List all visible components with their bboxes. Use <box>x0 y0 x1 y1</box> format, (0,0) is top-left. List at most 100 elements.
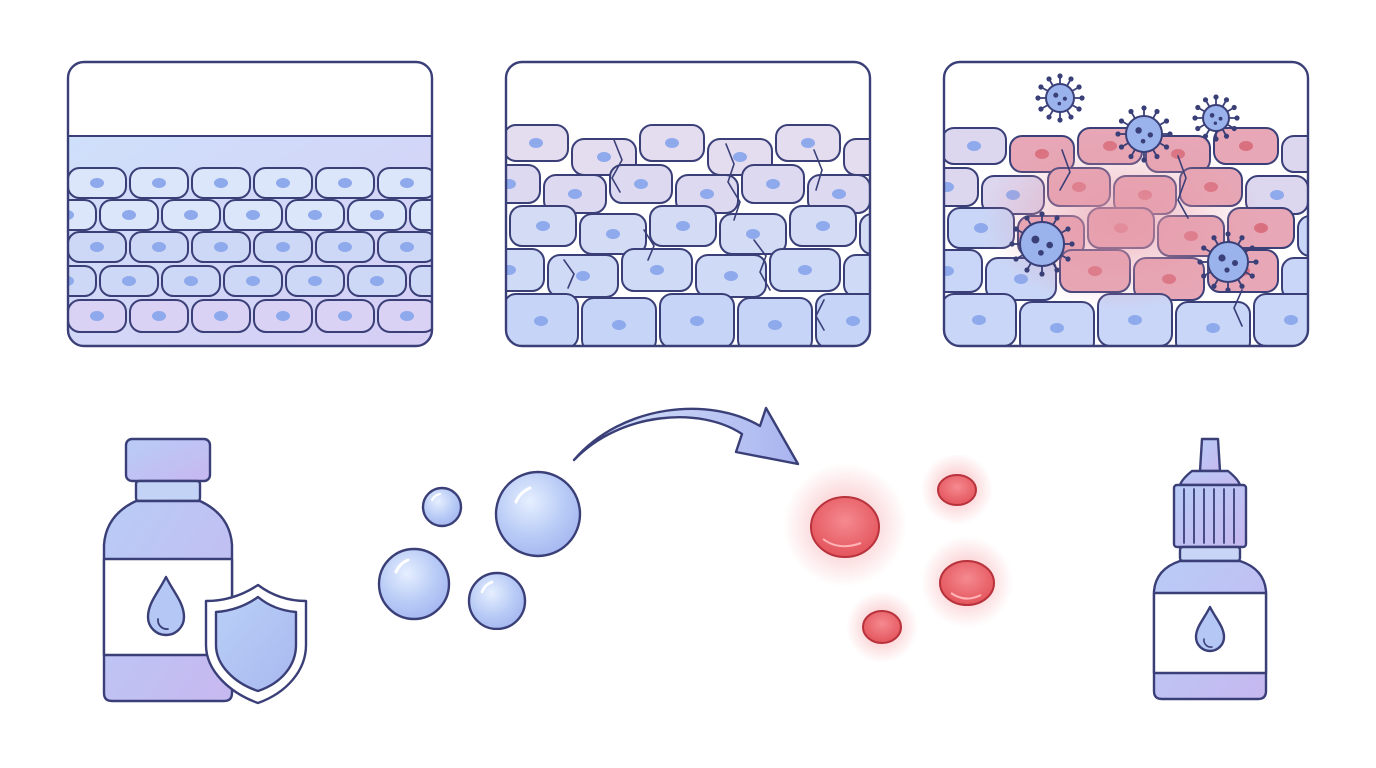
skin-cell <box>161 265 221 297</box>
skin-cell <box>944 167 979 207</box>
curved-arrow-icon <box>572 406 800 466</box>
skin-cell <box>659 293 735 346</box>
skin-cell <box>191 231 251 263</box>
skin-cell <box>161 199 221 231</box>
skin-cell <box>741 164 805 204</box>
infected-skin-cells-icon <box>942 60 1310 348</box>
skin-cell <box>68 231 127 263</box>
skin-cell <box>347 265 407 297</box>
skin-cell <box>1213 127 1279 165</box>
damaged-skin-panel <box>504 60 872 350</box>
skin-cell <box>1281 135 1308 173</box>
bubble <box>377 547 451 621</box>
skin-cell <box>639 124 705 162</box>
skin-cell <box>409 199 432 231</box>
skin-cell <box>315 231 375 263</box>
skin-cell <box>609 164 673 204</box>
skin-cell <box>944 293 1017 346</box>
moisturizer-bottle-icon <box>102 437 308 705</box>
moisture-bubbles-icon <box>377 470 582 630</box>
virus-icon <box>1009 211 1075 277</box>
skin-cell <box>1253 293 1308 346</box>
skin-cell <box>377 167 432 199</box>
skin-cell <box>859 213 870 255</box>
skin-cell <box>68 299 127 333</box>
skin-cell <box>409 265 432 297</box>
skin-cell <box>815 293 870 346</box>
skin-cell <box>621 248 693 292</box>
skin-cell <box>223 199 283 231</box>
skin-cell <box>1281 257 1308 301</box>
skin-cell <box>68 265 97 297</box>
skin-cell <box>547 254 619 298</box>
skin-cell <box>129 167 189 199</box>
skin-cell <box>506 248 545 292</box>
water-drop-icon <box>1194 605 1226 653</box>
infected-skin-panel <box>942 60 1310 350</box>
skin-cell <box>649 205 717 247</box>
skin-cell <box>253 231 313 263</box>
skin-cell <box>769 248 841 292</box>
skin-cell <box>129 299 189 333</box>
skin-cell <box>1297 215 1308 257</box>
skin-cell <box>509 205 577 247</box>
inflammation-spots <box>775 455 1025 670</box>
bubble <box>494 470 582 558</box>
bubble <box>421 486 463 528</box>
skin-cell <box>315 167 375 199</box>
skin-cell <box>377 231 432 263</box>
virus-icon <box>1192 94 1240 142</box>
skin-cell <box>223 265 283 297</box>
dropper-bottle-icon <box>1152 437 1268 701</box>
healthy-skin-panel <box>66 60 434 350</box>
skin-cell <box>506 164 541 204</box>
skin-cell <box>737 297 813 346</box>
skin-cell <box>285 199 345 231</box>
curved-arrow <box>560 400 810 480</box>
skin-cell <box>944 127 1007 165</box>
skin-cell <box>581 297 657 346</box>
skin-cell <box>347 199 407 231</box>
skin-cell <box>315 299 375 333</box>
water-drop-icon <box>146 575 186 637</box>
skin-cell <box>695 254 767 298</box>
skin-cell <box>253 167 313 199</box>
red-spot <box>921 536 1013 628</box>
skin-cell <box>1175 301 1251 346</box>
moisturizer-bottle <box>100 435 310 705</box>
skin-cell <box>99 199 159 231</box>
red-spot <box>846 591 918 663</box>
skin-cell <box>719 213 787 255</box>
skin-cell <box>843 138 870 176</box>
skin-cell <box>99 265 159 297</box>
virus-icon <box>1035 73 1085 123</box>
skin-cell <box>129 231 189 263</box>
skin-cracks <box>1059 149 1243 327</box>
virus-icon <box>1197 231 1259 293</box>
moisture-bubbles <box>370 470 590 630</box>
skin-cell <box>191 167 251 199</box>
red-spot <box>921 455 993 525</box>
skin-cell <box>579 213 647 255</box>
skin-cell <box>843 254 870 298</box>
skin-cell <box>191 299 251 333</box>
skin-cell <box>789 205 857 247</box>
skin-cell <box>1019 301 1095 346</box>
skin-cell <box>944 249 983 293</box>
skin-cell <box>377 299 432 333</box>
skin-cell <box>253 299 313 333</box>
skin-cell <box>285 265 345 297</box>
skin-cell <box>506 293 579 346</box>
virus-icon <box>1115 105 1173 163</box>
healthy-skin-cells-icon <box>66 60 434 348</box>
dropper-bottle <box>1152 435 1272 705</box>
bubble <box>467 571 527 630</box>
skin-cell <box>775 124 841 162</box>
red-spot <box>783 463 907 587</box>
skin-cell <box>675 174 739 214</box>
inflammation-spots-icon <box>783 455 1013 663</box>
skin-cell <box>506 124 569 162</box>
skin-cell <box>68 199 97 231</box>
dry-cracked-skin-cells-icon <box>504 60 872 348</box>
shield-icon <box>204 583 308 705</box>
